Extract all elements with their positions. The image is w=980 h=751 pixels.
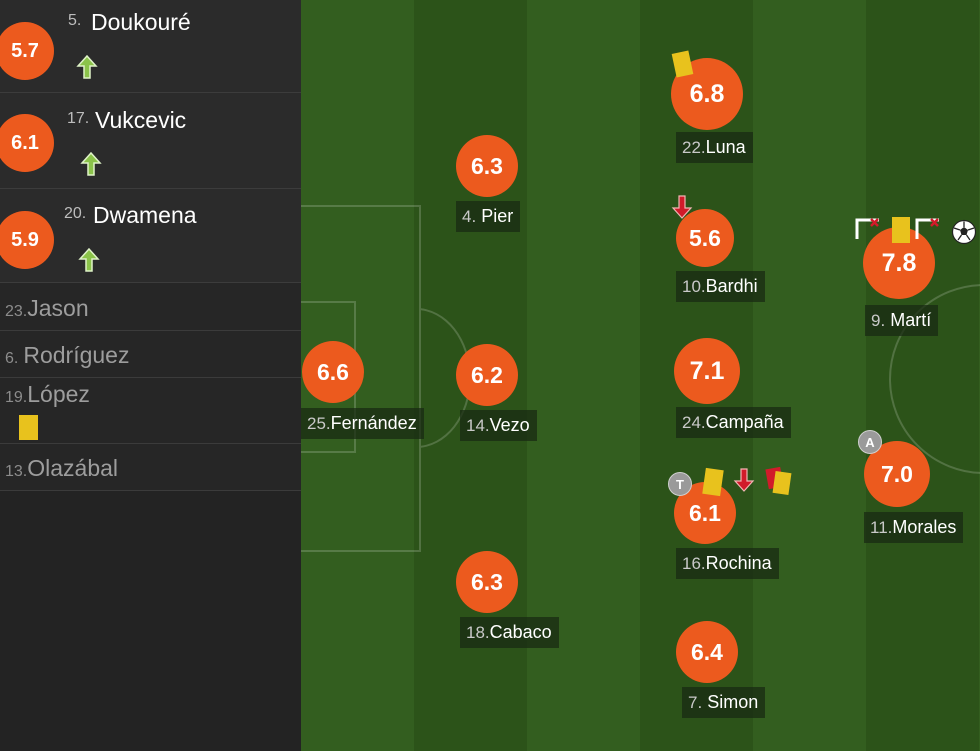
player-label: 16.Rochina	[676, 548, 779, 579]
player-number: 11.	[870, 518, 893, 537]
bench-row[interactable]: 19.López	[0, 378, 301, 444]
player-number: 13.	[5, 463, 28, 480]
player-name: Luna	[705, 137, 746, 157]
player-label: 4. Pier	[456, 201, 521, 232]
missed-goal-icon	[915, 218, 939, 239]
player-name: Bardhi	[705, 276, 758, 296]
sub-off-arrow-icon	[733, 468, 755, 492]
player-rating: 6.2	[456, 344, 518, 406]
captain-badge-icon: A	[858, 430, 882, 454]
player-number: 4.	[462, 207, 477, 226]
player-name: Vezo	[489, 415, 530, 435]
player-number: 9.	[871, 311, 886, 330]
player-name: Vukcevic	[95, 107, 187, 133]
player-label: 9. Martí	[865, 305, 939, 336]
player-rating: 6.6	[302, 341, 364, 403]
player-rating: 5.6	[676, 209, 734, 267]
player-number: 24.	[682, 413, 706, 432]
player-number: 18.	[466, 623, 490, 642]
player-number: 16.	[682, 554, 706, 573]
player-label: 24.Campaña	[676, 407, 791, 438]
player-number: 23.	[5, 303, 28, 320]
player-number: 5.	[68, 12, 82, 29]
player-label: 25.Fernández	[301, 408, 424, 439]
sub-on-arrow-icon	[76, 54, 98, 79]
team-badge-icon: T	[668, 472, 692, 496]
player-rating: 6.3	[456, 551, 518, 613]
substitute-row[interactable]: 5.7 5. Doukouré	[0, 0, 301, 93]
player-name: Olazábal	[27, 455, 119, 481]
player-name: Pier	[481, 206, 514, 226]
player-label: 14.Vezo	[460, 410, 537, 441]
player-number: 25.	[307, 414, 331, 433]
player-rating: 6.4	[676, 621, 738, 683]
yellow-card-icon	[702, 467, 724, 497]
player-rating: 5.7	[0, 22, 54, 80]
player-label: 7. Simon	[682, 687, 766, 718]
player-number: 6.	[5, 350, 19, 367]
yellow-card-icon	[671, 50, 694, 78]
yellow-red-card-icon	[765, 466, 793, 496]
player-rating: 7.0	[864, 441, 930, 507]
missed-goal-icon	[855, 218, 879, 239]
player-number: 19.	[5, 389, 28, 406]
sub-on-arrow-icon	[80, 151, 102, 176]
player-name: Dwamena	[93, 202, 197, 228]
player-name: Jason	[27, 295, 89, 321]
bench-row[interactable]: 23.Jason	[0, 283, 301, 331]
bench-row[interactable]: 6.Rodríguez	[0, 331, 301, 378]
player-label: 10.Bardhi	[676, 271, 765, 302]
player-number: 20.	[64, 205, 87, 222]
player-rating: 7.1	[674, 338, 740, 404]
substitutes-panel: 5.7 5. Doukouré 6.1 17. Vukcevic 5.9 20. Dw…	[0, 0, 301, 751]
player-name: Fernández	[330, 413, 417, 433]
goal-ball-icon	[951, 219, 977, 245]
player-label: 18.Cabaco	[460, 617, 559, 648]
player-name: Simon	[707, 692, 759, 712]
player-number: 22.	[682, 138, 706, 157]
player-name: Campaña	[705, 412, 784, 432]
penalty-area	[301, 205, 421, 552]
sub-off-arrow-icon	[671, 195, 693, 219]
player-rating: 6.1	[0, 114, 54, 172]
player-name: Cabaco	[489, 622, 552, 642]
player-name: López	[27, 381, 90, 407]
pitch: 6.6 25.Fernández 6.3 4. Pier 6.2 14.Vezo…	[301, 0, 980, 751]
player-name: Martí	[890, 310, 932, 330]
player-rating: 6.3	[456, 135, 518, 197]
bench-row[interactable]: 13.Olazábal	[0, 444, 301, 491]
player-number: 7.	[688, 693, 703, 712]
substitute-row[interactable]: 5.9 20. Dwamena	[0, 189, 301, 283]
player-label: 11.Morales	[864, 512, 964, 543]
player-number: 14.	[466, 416, 490, 435]
sub-on-arrow-icon	[78, 247, 100, 272]
player-name: Rodríguez	[23, 342, 130, 368]
player-number: 10.	[682, 277, 706, 296]
player-name: Morales	[892, 517, 957, 537]
player-number: 17.	[67, 110, 90, 127]
player-rating: 5.9	[0, 211, 54, 269]
player-label: 22.Luna	[676, 132, 753, 163]
substitute-row[interactable]: 6.1 17. Vukcevic	[0, 93, 301, 189]
player-name: Rochina	[705, 553, 772, 573]
player-name: Doukouré	[91, 9, 191, 35]
yellow-card-icon	[892, 217, 910, 243]
yellow-card-icon	[19, 415, 38, 440]
